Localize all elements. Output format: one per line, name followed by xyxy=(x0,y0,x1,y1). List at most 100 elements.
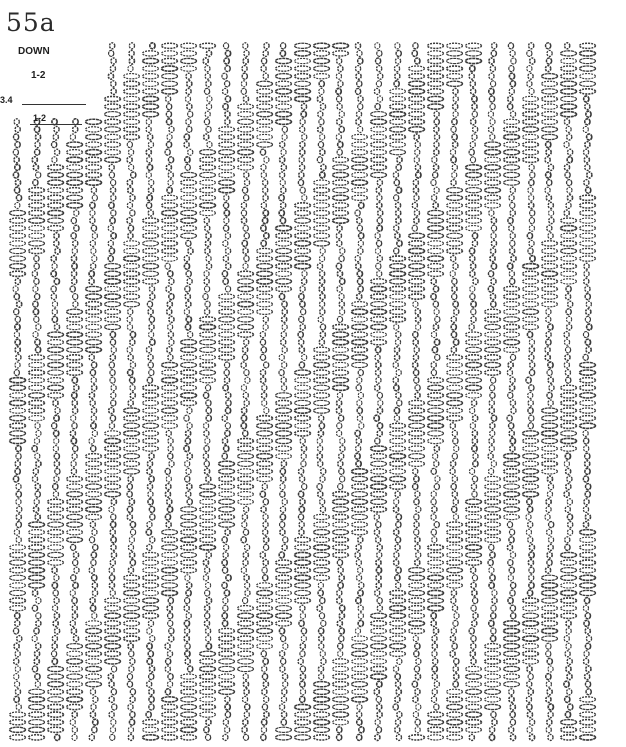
loop-mark xyxy=(528,537,533,543)
float-mark xyxy=(276,560,292,565)
loop-mark xyxy=(73,408,78,414)
loop-mark xyxy=(185,438,190,444)
float-mark xyxy=(542,575,558,580)
loop-mark xyxy=(529,552,534,558)
loop-mark xyxy=(527,499,532,505)
float-mark xyxy=(67,507,83,512)
float-mark xyxy=(143,727,159,732)
loop-mark xyxy=(393,704,398,710)
loop-mark xyxy=(206,50,211,56)
loop-mark xyxy=(109,712,114,718)
loop-mark xyxy=(489,73,494,79)
float-mark xyxy=(295,210,311,215)
float-mark xyxy=(200,666,216,671)
float-mark xyxy=(295,712,311,717)
float-mark xyxy=(200,43,216,48)
float-mark xyxy=(371,659,387,664)
loop-mark xyxy=(281,696,286,702)
loop-mark xyxy=(375,104,380,110)
loop-mark xyxy=(15,651,20,657)
loop-mark xyxy=(204,727,209,733)
float-mark xyxy=(542,423,558,428)
float-mark xyxy=(447,727,463,732)
float-mark xyxy=(48,203,64,208)
loop-mark xyxy=(584,598,589,604)
loop-mark xyxy=(491,461,496,467)
loop-mark xyxy=(529,734,534,740)
loop-mark xyxy=(129,651,134,657)
loop-mark xyxy=(148,362,153,368)
loop-mark xyxy=(527,727,532,733)
float-mark xyxy=(257,112,273,117)
float-mark xyxy=(390,119,406,124)
loop-mark xyxy=(184,605,189,611)
loop-mark xyxy=(185,286,190,292)
float-mark xyxy=(542,461,558,466)
float-mark xyxy=(162,74,178,79)
loop-mark xyxy=(510,233,515,239)
loop-mark xyxy=(185,476,190,482)
loop-mark xyxy=(185,164,190,170)
float-mark xyxy=(238,484,254,489)
float-mark xyxy=(48,332,64,337)
float-mark xyxy=(561,264,577,269)
loop-mark xyxy=(357,719,362,725)
loop-mark xyxy=(130,339,135,345)
loop-mark xyxy=(510,202,515,208)
float-mark xyxy=(276,286,292,291)
float-mark xyxy=(542,248,558,253)
loop-mark xyxy=(245,590,250,596)
loop-mark xyxy=(111,689,116,695)
loop-mark xyxy=(92,529,97,535)
loop-mark xyxy=(185,575,190,581)
loop-mark xyxy=(92,256,97,262)
loop-mark xyxy=(35,491,40,497)
loop-mark xyxy=(167,605,172,611)
float-mark xyxy=(390,606,406,611)
loop-mark xyxy=(279,704,284,710)
float-mark xyxy=(48,560,64,565)
loop-mark xyxy=(51,294,56,300)
loop-mark xyxy=(583,126,588,132)
loop-mark xyxy=(298,658,303,664)
loop-mark xyxy=(528,248,533,254)
float-mark xyxy=(333,332,349,337)
loop-mark xyxy=(377,408,382,414)
float-mark xyxy=(238,492,254,497)
loop-mark xyxy=(226,575,231,581)
loop-mark xyxy=(451,180,456,186)
loop-mark xyxy=(584,620,589,626)
float-mark xyxy=(371,492,387,497)
float-mark xyxy=(162,195,178,200)
float-mark xyxy=(238,165,254,170)
loop-mark xyxy=(414,370,419,376)
float-mark xyxy=(295,96,311,101)
float-mark xyxy=(105,598,121,603)
float-mark xyxy=(409,279,425,284)
loop-mark xyxy=(490,385,495,391)
loop-mark xyxy=(205,590,210,596)
loop-mark xyxy=(546,506,551,512)
loop-mark xyxy=(509,66,514,72)
loop-mark xyxy=(203,453,208,459)
float-mark xyxy=(10,583,26,588)
loop-mark xyxy=(526,514,531,520)
loop-mark xyxy=(299,294,304,300)
loop-mark xyxy=(33,309,38,315)
float-mark xyxy=(124,438,140,443)
loop-mark xyxy=(318,582,323,588)
float-mark xyxy=(580,575,596,580)
float-mark xyxy=(580,590,596,595)
loop-mark xyxy=(358,613,363,619)
float-mark xyxy=(371,454,387,459)
loop-mark xyxy=(206,719,211,725)
loop-mark xyxy=(111,544,116,550)
loop-mark xyxy=(300,666,305,672)
loop-mark xyxy=(585,514,590,520)
loop-mark xyxy=(395,339,400,345)
float-mark xyxy=(276,81,292,86)
loop-mark xyxy=(452,506,457,512)
loop-mark xyxy=(244,195,249,201)
float-mark xyxy=(542,613,558,618)
float-mark xyxy=(447,720,463,725)
